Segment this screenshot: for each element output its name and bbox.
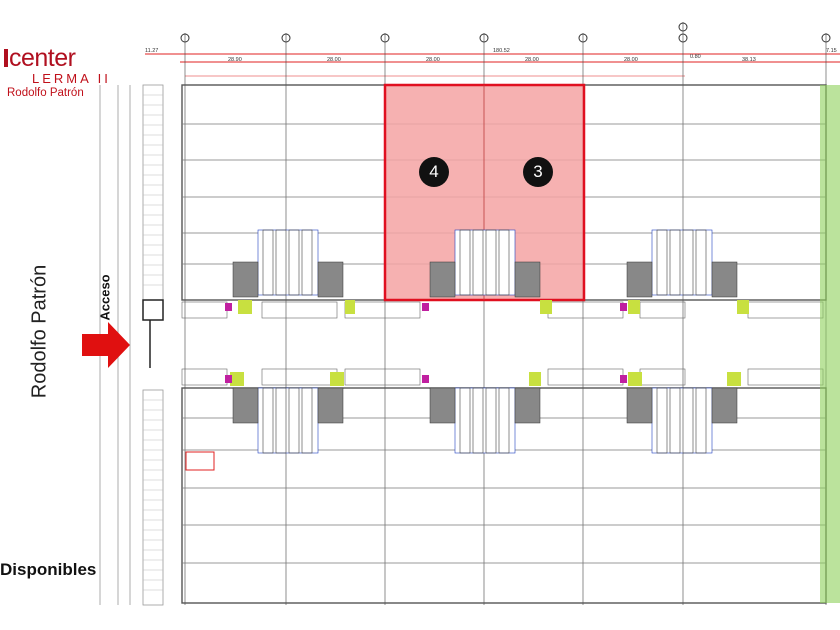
dim-span-2: 28.00 <box>327 57 341 63</box>
dim-total: 180.52 <box>493 48 510 54</box>
logo-owner: Rodolfo Patrón <box>7 87 84 99</box>
dim-gap: 0.80 <box>690 54 701 60</box>
parking-rows <box>181 301 824 386</box>
access-label: Acceso <box>97 274 113 321</box>
dim-left-offset: 11.27 <box>145 48 159 54</box>
green-area <box>820 85 840 603</box>
available-label: Disponibles <box>0 560 97 579</box>
markers-green <box>230 300 749 386</box>
dim-span-6: 38.13 <box>742 57 756 63</box>
bay-number-4[interactable]: 4 <box>419 157 449 187</box>
dim-span-5: 28.00 <box>624 57 638 63</box>
dim-span-3: 28.00 <box>426 57 440 63</box>
access-arrow-icon <box>82 322 130 368</box>
side-label: Rodolfo Patrón <box>28 264 51 399</box>
logo-subtitle: LERMA II <box>32 71 111 86</box>
dim-span-1: 28.90 <box>228 57 242 63</box>
guardhouse <box>185 451 215 471</box>
gate <box>142 299 164 321</box>
dim-span-4: 28.00 <box>525 57 539 63</box>
dock-clusters-north <box>257 229 713 296</box>
dimension-lines <box>145 53 840 77</box>
dock-clusters-south <box>257 387 713 454</box>
logo-text: center <box>9 44 76 72</box>
bay-number-3[interactable]: 3 <box>523 157 553 187</box>
dim-right-offset: 7.15 <box>826 48 837 54</box>
axis-markers <box>180 22 831 43</box>
markers-magenta <box>225 303 627 383</box>
logo-mark: center <box>4 44 76 73</box>
